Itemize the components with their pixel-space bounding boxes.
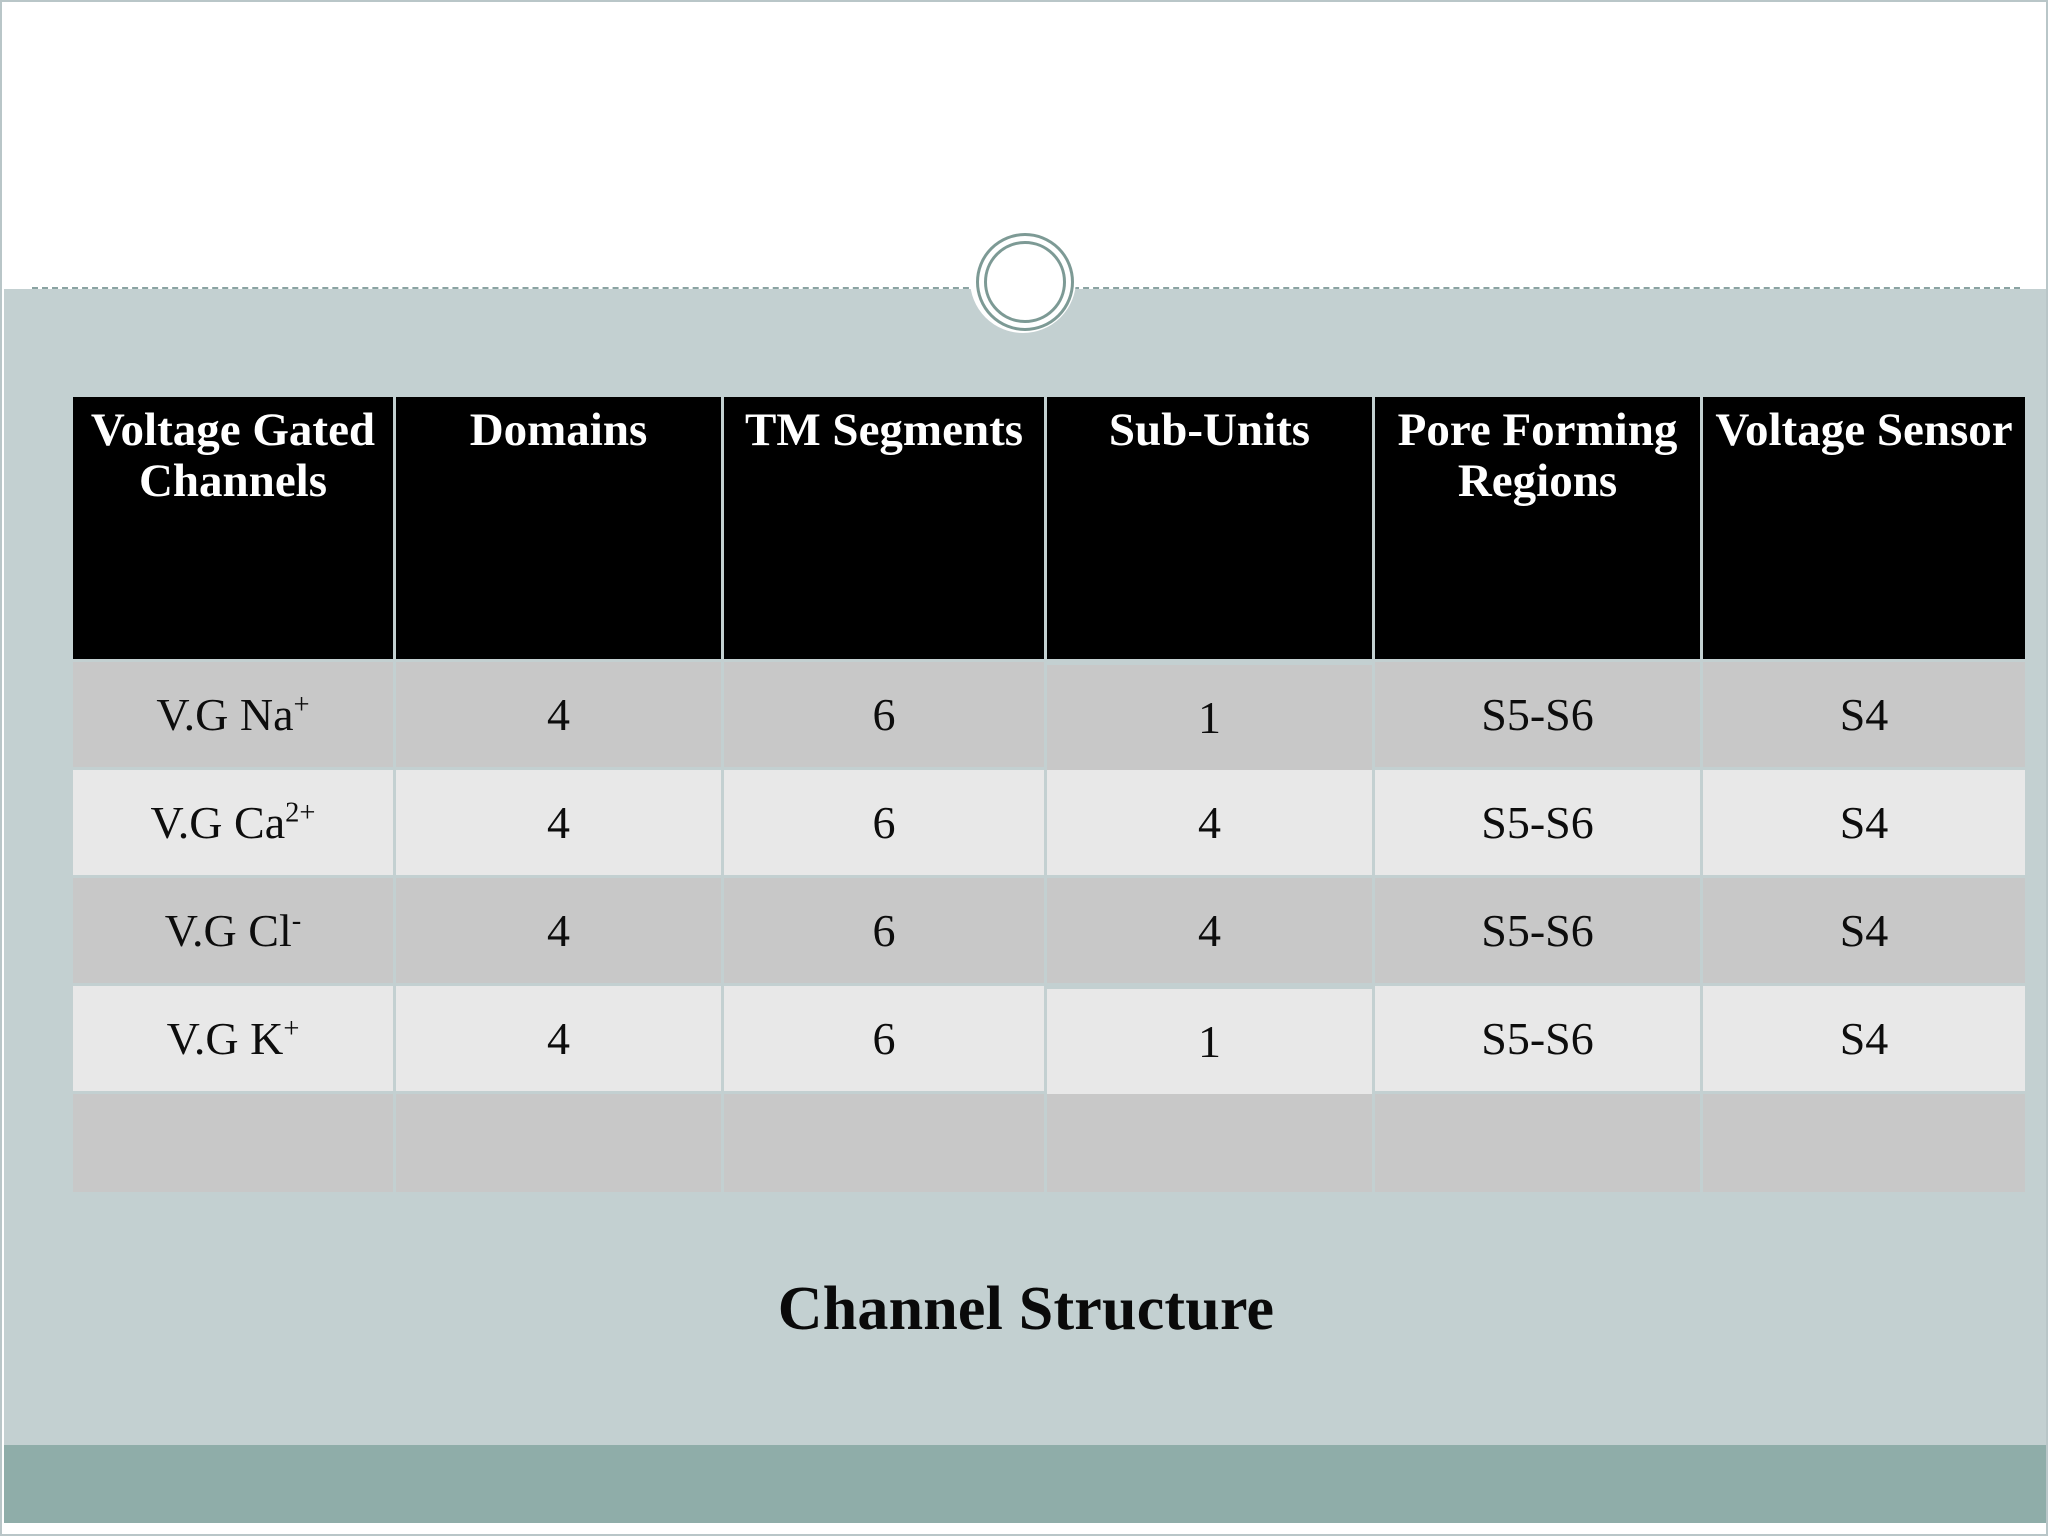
- column-header-sub-units: Sub-Units: [1047, 397, 1372, 659]
- channel-charge: +: [283, 1013, 300, 1045]
- cell-channel-name: V.G Cl-: [73, 878, 393, 983]
- table-body: V.G Na+ 4 6 1 S5-S6 S4 V.G Ca2+ 4 6 4 S5…: [73, 662, 2025, 1192]
- cell-domains: [396, 1094, 721, 1192]
- table-row: V.G Cl- 4 6 4 S5-S6 S4: [73, 878, 2025, 983]
- table-row: V.G Na+ 4 6 1 S5-S6 S4: [73, 662, 2025, 770]
- slide-title: Channel Structure: [777, 1275, 1275, 1343]
- channel-label: V.G K: [166, 1013, 284, 1064]
- table-header-row: Voltage Gated Channels Domains TM Segmen…: [73, 397, 2025, 659]
- channel-label: V.G Cl: [164, 905, 292, 956]
- double-ring-circle-icon: [970, 227, 1086, 343]
- cell-tm-segments: 6: [724, 662, 1044, 767]
- ring-inner: [984, 241, 1066, 323]
- cell-pore-forming-regions: [1375, 1094, 1700, 1192]
- cell-sub-units: [1047, 1094, 1372, 1192]
- cell-domains: 4: [396, 770, 721, 875]
- channel-label: V.G Ca: [150, 797, 286, 848]
- column-header-voltage-sensor: Voltage Sensor: [1703, 397, 2025, 659]
- cell-domains: 4: [396, 662, 721, 767]
- cell-tm-segments: 6: [724, 770, 1044, 875]
- cell-sub-units: 1: [1047, 664, 1372, 770]
- cell-voltage-sensor: S4: [1703, 878, 2025, 983]
- column-header-domains: Domains: [396, 397, 721, 659]
- cell-tm-segments: 6: [724, 986, 1044, 1091]
- column-header-voltage-gated-channels: Voltage Gated Channels: [73, 397, 393, 659]
- table-row: [73, 1094, 2025, 1192]
- cell-sub-units: 4: [1047, 770, 1372, 875]
- channel-structure-table-wrapper: Voltage Gated Channels Domains TM Segmen…: [70, 394, 2025, 1195]
- cell-pore-forming-regions: S5-S6: [1375, 878, 1700, 983]
- channel-charge: 2+: [285, 797, 316, 829]
- cell-domains: 4: [396, 986, 721, 1091]
- cell-sub-units: 1: [1047, 988, 1372, 1094]
- channel-structure-table: Voltage Gated Channels Domains TM Segmen…: [70, 394, 2028, 1195]
- cell-pore-forming-regions: S5-S6: [1375, 770, 1700, 875]
- channel-charge: -: [291, 905, 302, 937]
- cell-domains: 4: [396, 878, 721, 983]
- slide-footer-band: [4, 1445, 2046, 1523]
- cell-sub-units: 4: [1047, 878, 1372, 983]
- cell-voltage-sensor: [1703, 1094, 2025, 1192]
- cell-voltage-sensor: S4: [1703, 986, 2025, 1091]
- table-row: V.G K+ 4 6 1 S5-S6 S4: [73, 986, 2025, 1094]
- cell-voltage-sensor: S4: [1703, 662, 2025, 767]
- column-header-pore-forming-regions: Pore Forming Regions: [1375, 397, 1700, 659]
- cell-tm-segments: 6: [724, 878, 1044, 983]
- cell-channel-name: V.G Na+: [73, 662, 393, 767]
- channel-charge: +: [293, 689, 310, 721]
- cell-channel-name: V.G K+: [73, 986, 393, 1091]
- table-row: V.G Ca2+ 4 6 4 S5-S6 S4: [73, 770, 2025, 875]
- table-header: Voltage Gated Channels Domains TM Segmen…: [73, 397, 2025, 659]
- cell-channel-name: V.G Ca2+: [73, 770, 393, 875]
- cell-pore-forming-regions: S5-S6: [1375, 662, 1700, 767]
- channel-label: V.G Na: [156, 689, 294, 740]
- cell-tm-segments: [724, 1094, 1044, 1192]
- column-header-tm-segments: TM Segments: [724, 397, 1044, 659]
- cell-pore-forming-regions: S5-S6: [1375, 986, 1700, 1091]
- cell-voltage-sensor: S4: [1703, 770, 2025, 875]
- cell-channel-name: [73, 1094, 393, 1192]
